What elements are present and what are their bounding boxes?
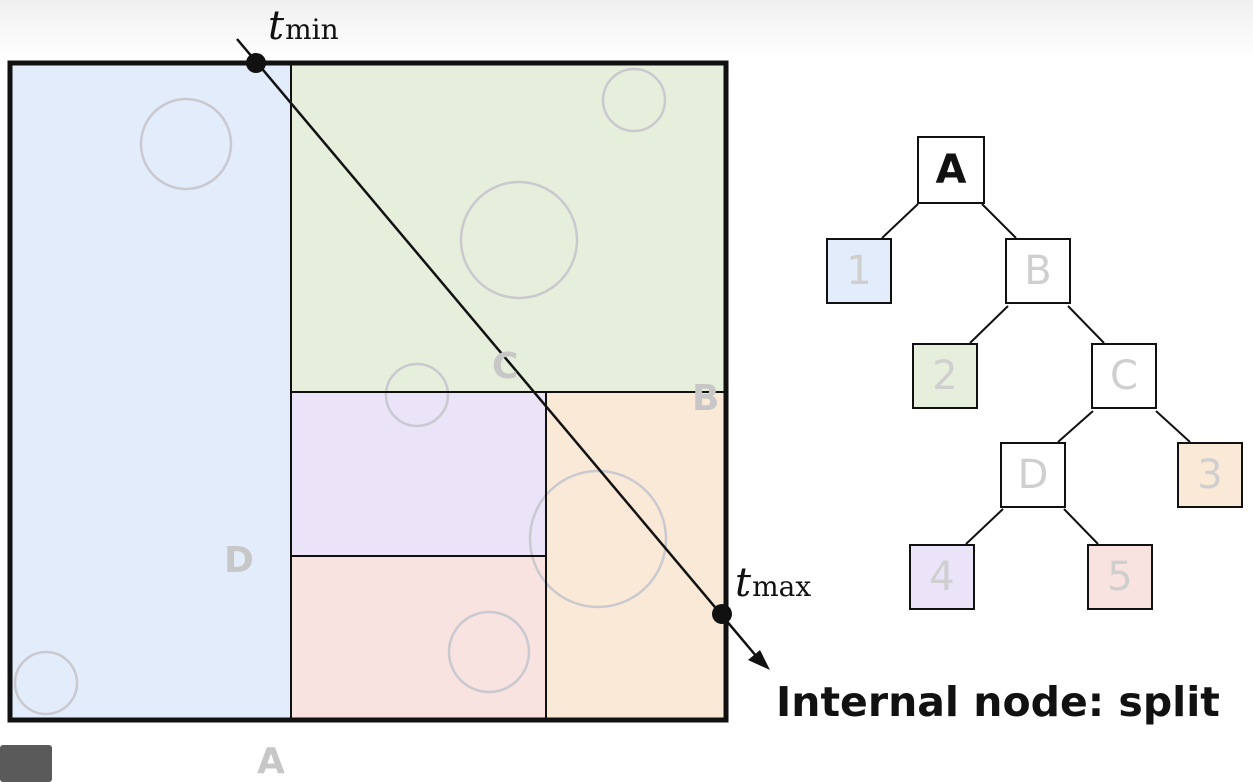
t-min-variable: t	[268, 3, 285, 49]
ray-arrowhead-icon	[748, 650, 770, 670]
t-min-subscript: min	[285, 13, 339, 46]
scene-objects	[13, 67, 668, 716]
ray	[236, 38, 763, 664]
scene-bounding-box	[7, 60, 729, 723]
slide-caption: Internal node: split	[776, 678, 1220, 726]
t-min-label: tmin	[268, 6, 339, 46]
t-max-label: tmax	[735, 563, 811, 603]
tree-edge	[1057, 410, 1094, 443]
video-thumbnail	[0, 745, 52, 782]
tree-leaf-5: 5	[1087, 544, 1153, 610]
region-label-a: A	[257, 741, 285, 782]
object-circle	[139, 97, 233, 191]
tree-edge	[881, 203, 919, 239]
region-1	[10, 63, 291, 720]
tree-leaf-2: 2	[912, 343, 978, 409]
region-label-b: B	[692, 378, 720, 419]
region-2	[291, 63, 726, 392]
region-5	[291, 556, 546, 720]
tree-edges	[881, 203, 1191, 545]
tree-edge	[1063, 508, 1099, 545]
tree-edge	[965, 508, 1004, 545]
tree-leaf-3: 3	[1177, 442, 1243, 508]
tree-node-b: B	[1005, 238, 1071, 304]
tree-node-c: C	[1091, 343, 1157, 409]
object-circle	[601, 67, 667, 133]
object-circle	[447, 610, 531, 694]
tree-leaf-1: 1	[826, 238, 892, 304]
t-max-subscript: max	[752, 570, 812, 603]
region-3	[546, 392, 726, 720]
tree-edge	[969, 305, 1009, 344]
t-max-variable: t	[735, 560, 752, 606]
t-min-point	[246, 53, 266, 73]
t-max-point	[712, 604, 732, 624]
tree-edge	[981, 203, 1017, 239]
tree-node-d: D	[1000, 442, 1066, 508]
region-label-c: C	[492, 346, 519, 387]
tree-node-root-a: A	[917, 136, 985, 204]
object-circle	[13, 650, 79, 716]
tree-edge	[1067, 305, 1105, 344]
region-label-d: D	[224, 540, 254, 581]
tree-leaf-4: 4	[909, 544, 975, 610]
tree-edge	[1155, 410, 1191, 443]
split-lines	[290, 63, 726, 720]
region-4	[291, 392, 546, 556]
object-circle	[459, 180, 579, 300]
object-circle	[384, 362, 450, 428]
object-circle	[528, 469, 668, 609]
